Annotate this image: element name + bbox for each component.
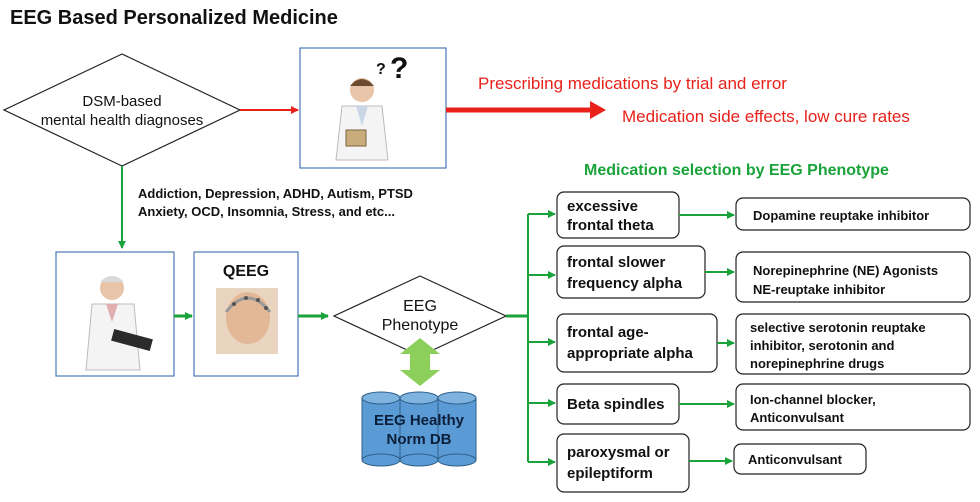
phenotype-4-line1: Beta spindles	[567, 396, 665, 413]
db-line2: Norm DB	[386, 431, 451, 448]
dsm-diagnosis-diamond	[2, 53, 242, 167]
med-3-line3: norepinephrine drugs	[750, 356, 884, 371]
doctor-confused-icon: ? ?	[299, 47, 447, 169]
med-2-line1: Norepinephrine (NE) Agonists	[753, 263, 938, 278]
dsm-line2: mental health diagnoses	[41, 112, 204, 129]
med-2-line2: NE-reuptake inhibitor	[753, 282, 885, 297]
phenotype-1-line2: frontal theta	[567, 217, 654, 234]
med-5-line1: Anticonvulsant	[748, 452, 843, 467]
page-title: EEG Based Personalized Medicine	[10, 7, 338, 29]
disorders-line2: Anxiety, OCD, Insomnia, Stress, and etc.…	[138, 204, 395, 219]
norm-db-cylinders	[361, 391, 477, 467]
phenotype-line1: EEG	[403, 298, 437, 315]
phenotype-box-3	[556, 313, 718, 373]
med-4-line2: Anticonvulsant	[750, 410, 845, 425]
doctor-clipboard-icon	[55, 251, 175, 377]
eeg-cap-patient-icon	[216, 288, 278, 354]
med-box-5	[733, 443, 867, 475]
med-3-line2: inhibitor, serotonin and	[750, 338, 895, 353]
phenotype-5-line2: epileptiform	[567, 465, 653, 482]
med-1-line1: Dopamine reuptake inhibitor	[753, 208, 929, 223]
svg-text:?: ?	[390, 52, 408, 85]
red-thick-arrowhead	[590, 101, 606, 119]
med-box-3	[735, 313, 971, 375]
med-box-1	[735, 197, 971, 231]
svg-text:?: ?	[376, 61, 386, 78]
dsm-line1: DSM-based	[82, 93, 161, 110]
med-3-line1: selective serotonin reuptake	[750, 320, 926, 335]
green-heading: Medication selection by EEG Phenotype	[584, 162, 889, 179]
med-4-line1: Ion-channel blocker,	[750, 392, 876, 407]
db-line1: EEG Healthy	[374, 412, 465, 429]
phenotype-3-line2: appropriate alpha	[567, 345, 694, 362]
med-box-4	[735, 383, 971, 431]
phenotype-2-line2: frequency alpha	[567, 275, 683, 292]
phenotype-1-line1: excessive	[567, 198, 638, 215]
double-arrow	[400, 338, 440, 386]
qeeg-label: QEEG	[223, 263, 269, 280]
phenotype-2-line1: frontal slower	[567, 254, 666, 271]
disorders-line1: Addiction, Depression, ADHD, Autism, PTS…	[138, 186, 413, 201]
phenotype-3-line1: frontal age-	[567, 324, 649, 341]
phenotype-line2: Phenotype	[382, 317, 459, 334]
red-text-line2: Medication side effects, low cure rates	[622, 107, 910, 126]
med-box-2	[735, 251, 971, 303]
red-text-line1: Prescribing medications by trial and err…	[478, 74, 787, 93]
phenotype-box-5	[556, 433, 690, 493]
phenotype-5-line1: paroxysmal or	[567, 444, 670, 461]
